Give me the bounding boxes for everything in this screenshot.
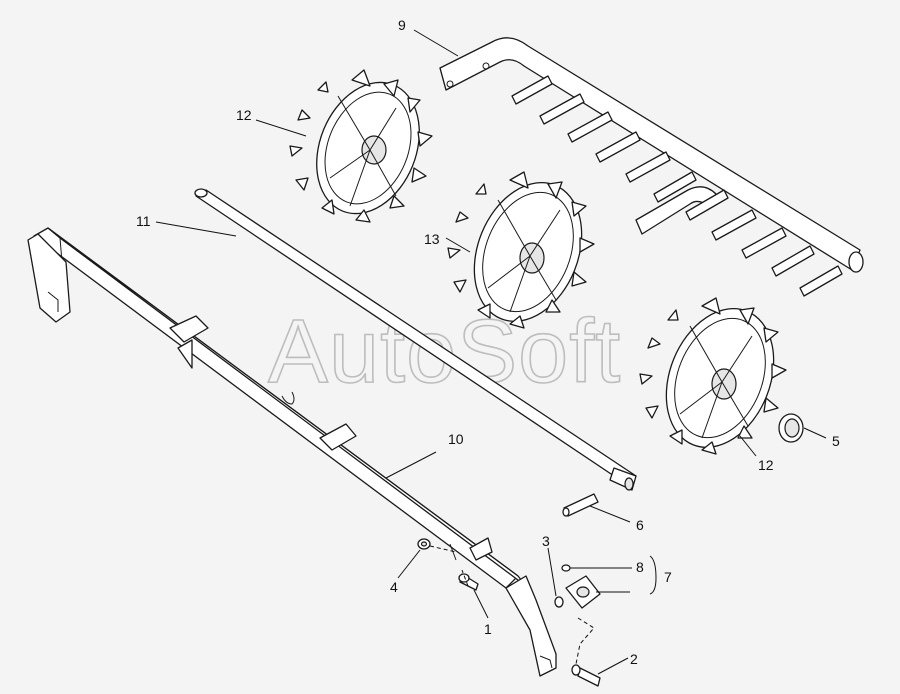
part-12-upper-spike-wheel — [289, 69, 433, 223]
wheel-spikes-middle — [447, 171, 595, 329]
part-11-shaft — [194, 188, 637, 491]
callout-3: 3 — [542, 533, 550, 549]
callout-12-lower: 12 — [758, 457, 774, 473]
part-5-bushing-ring — [778, 413, 804, 443]
callout-12-upper: 12 — [236, 107, 252, 123]
callout-6: 6 — [636, 517, 644, 533]
callout-labels: 9 12 11 13 10 12 5 6 3 8 7 4 1 2 — [136, 17, 840, 667]
wheel-spikes-lower — [639, 297, 787, 455]
part-8-small-nut — [561, 564, 571, 572]
callout-5: 5 — [832, 433, 840, 449]
part-12-lower-spike-wheel — [639, 297, 787, 455]
callout-11: 11 — [136, 213, 151, 229]
leader-lines — [155, 29, 827, 675]
part-10-frame-beam — [27, 227, 557, 677]
callout-2: 2 — [630, 651, 638, 667]
comb-teeth — [511, 75, 843, 297]
callout-10: 10 — [448, 431, 464, 447]
part-7-flange-assembly — [565, 575, 601, 609]
part-4-nut — [417, 538, 431, 550]
part-13-spike-wheel — [447, 171, 595, 329]
callout-7: 7 — [664, 569, 672, 585]
callout-8: 8 — [636, 559, 644, 575]
part-3-washer — [554, 596, 564, 608]
part-6-pin — [562, 493, 599, 517]
part-1-bolt — [458, 573, 479, 591]
callout-1: 1 — [484, 621, 492, 637]
part-9-stripper-comb — [439, 37, 864, 297]
callout-9: 9 — [398, 17, 406, 33]
callout-4: 4 — [390, 579, 398, 595]
wheel-spikes — [289, 69, 433, 223]
part-2-screw — [571, 664, 601, 687]
callout-13: 13 — [424, 231, 440, 247]
